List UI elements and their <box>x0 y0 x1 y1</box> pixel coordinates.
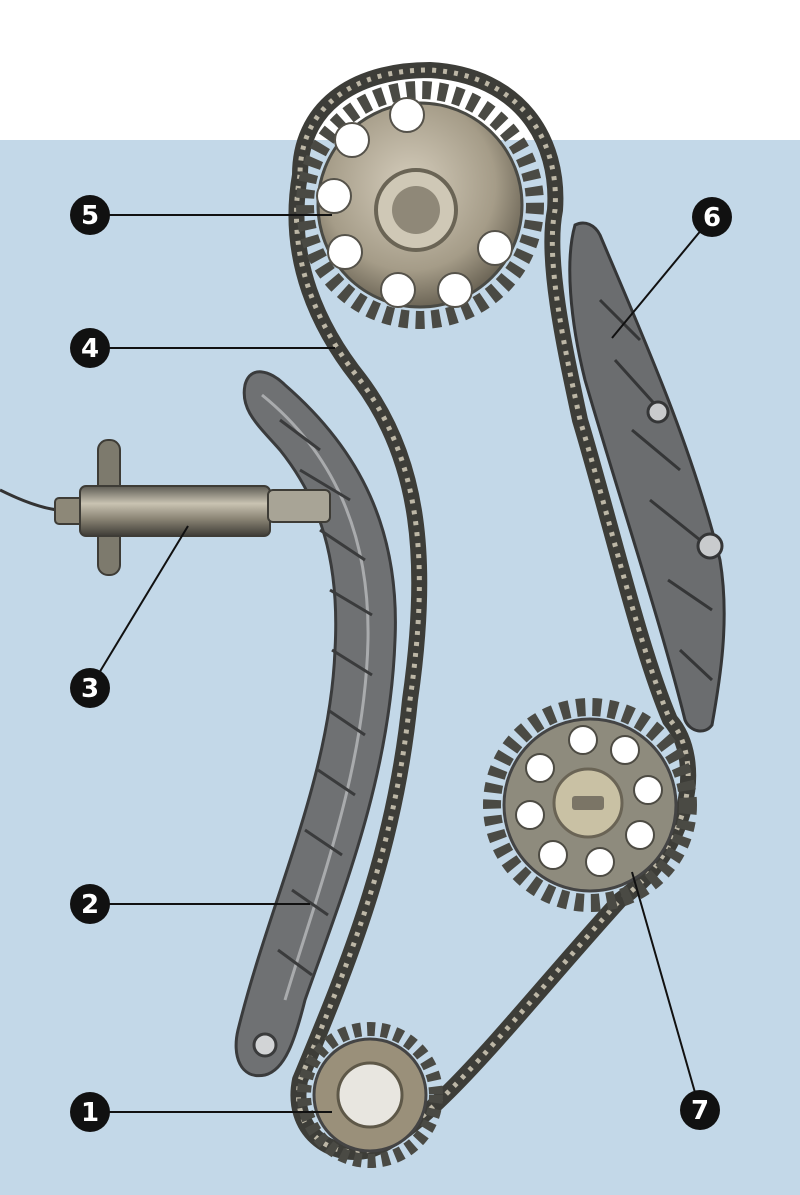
chain-guide-left <box>234 370 397 1078</box>
callout-1: 1 <box>70 1092 110 1132</box>
callout-7: 7 <box>680 1090 720 1130</box>
svg-text:1: 1 <box>81 1098 99 1128</box>
callout-5: 5 <box>70 195 110 235</box>
leader-line-6 <box>611 216 713 339</box>
leader-lines <box>89 214 713 1113</box>
callout-4: 4 <box>70 328 110 368</box>
crankshaft-sprocket <box>297 1022 443 1168</box>
callout-3: 3 <box>70 668 110 708</box>
leader-line-7 <box>631 871 701 1111</box>
chain-tensioner <box>0 439 331 576</box>
intermediate-sprocket <box>483 698 697 912</box>
chain-guide-right <box>568 221 726 733</box>
leader-line-3 <box>89 525 189 689</box>
callout-6: 6 <box>692 197 732 237</box>
svg-text:2: 2 <box>81 890 99 920</box>
svg-text:4: 4 <box>81 334 99 364</box>
svg-text:7: 7 <box>691 1096 709 1126</box>
camshaft-sprocket <box>296 81 544 329</box>
svg-text:5: 5 <box>81 201 99 231</box>
timing-chain <box>288 62 697 1160</box>
callout-2: 2 <box>70 884 110 924</box>
svg-text:3: 3 <box>81 674 99 704</box>
svg-text:6: 6 <box>703 203 721 233</box>
